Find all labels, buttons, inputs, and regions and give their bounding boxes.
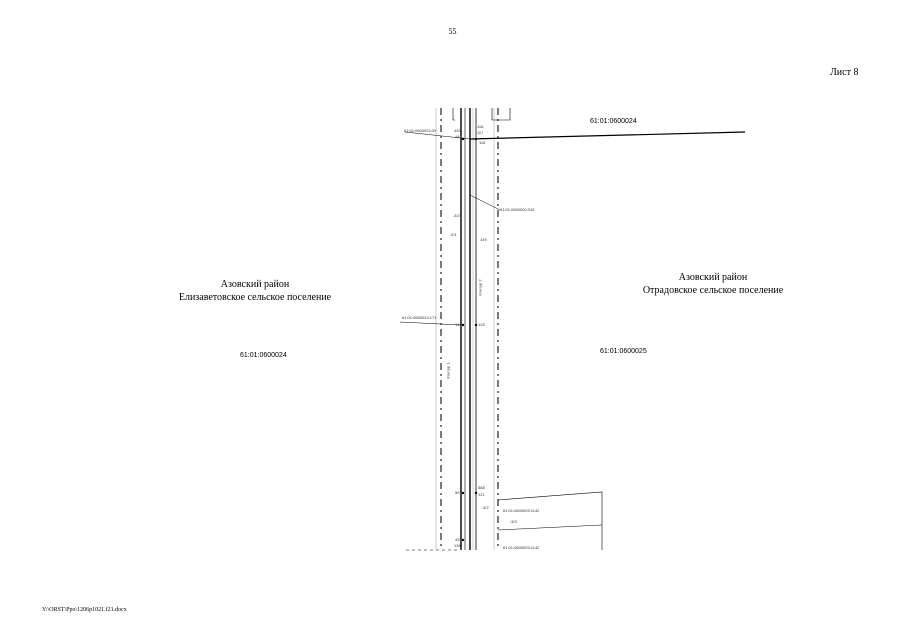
left-settlement: Елизаветовское сельское поселение bbox=[178, 292, 332, 303]
parcel-label-bottom-right-1: 61:01:0600025:1142 bbox=[503, 508, 540, 513]
right-settlement: Отрадовское сельское поселение bbox=[642, 285, 784, 296]
point-number: 149 bbox=[480, 237, 487, 242]
point-number: :3/2 bbox=[453, 213, 460, 218]
left-district: Азовский район bbox=[220, 279, 290, 290]
parcel-label-top-left: 61:01:0600024:ЗУ bbox=[404, 128, 437, 133]
top-cadastral-quarter: 61:01:0600024 bbox=[590, 118, 637, 125]
right-cadastral-quarter: 61:01:0600025 bbox=[600, 348, 647, 355]
parcel-label-mid-left: 61:01:0600024:171 bbox=[402, 315, 437, 320]
point-number: 116 bbox=[477, 124, 484, 129]
point-number: :3/3 bbox=[510, 519, 517, 524]
point-number: 138 bbox=[454, 543, 461, 548]
sheet-label: Лист 8 bbox=[830, 67, 859, 78]
right-region-label: Азовский район Отрадовское сельское посе… bbox=[598, 271, 828, 297]
point-number: 441 bbox=[455, 134, 462, 139]
page-number: 55 bbox=[448, 27, 457, 36]
left-cadastral-quarter: 61:01:0600024 bbox=[240, 352, 287, 359]
point-number: 128 bbox=[478, 322, 485, 327]
parcel-label-bottom-right-2: 61:01:0600025:1142 bbox=[503, 545, 540, 550]
point-number: 149 bbox=[455, 322, 462, 327]
contour-label-left: Контур 1 bbox=[445, 362, 451, 379]
point-number: 433 bbox=[455, 537, 462, 542]
parcel-boundary-top bbox=[469, 131, 746, 140]
parcel-label-mid-right: 61:01:0600000:315 bbox=[500, 207, 535, 212]
point-number: :2/1 bbox=[450, 232, 457, 237]
point-number: 588 bbox=[478, 485, 485, 490]
point-number: 117 bbox=[477, 130, 484, 135]
file-path: Y:\ORST\Ppo\1206p1021.f21.docx bbox=[42, 607, 127, 613]
right-district: Азовский район bbox=[678, 272, 748, 283]
parcel-bottom-right bbox=[497, 491, 603, 550]
contour-label-right: Контур 2 bbox=[477, 279, 483, 296]
point-number: 440 bbox=[454, 128, 461, 133]
point-number: 121 bbox=[478, 492, 485, 497]
point-number: 118 bbox=[479, 140, 486, 145]
left-region-label: Азовский район Елизаветовское сельское п… bbox=[140, 278, 370, 304]
point-number: :3/2 bbox=[482, 505, 489, 510]
point-number: 591 bbox=[455, 490, 462, 495]
